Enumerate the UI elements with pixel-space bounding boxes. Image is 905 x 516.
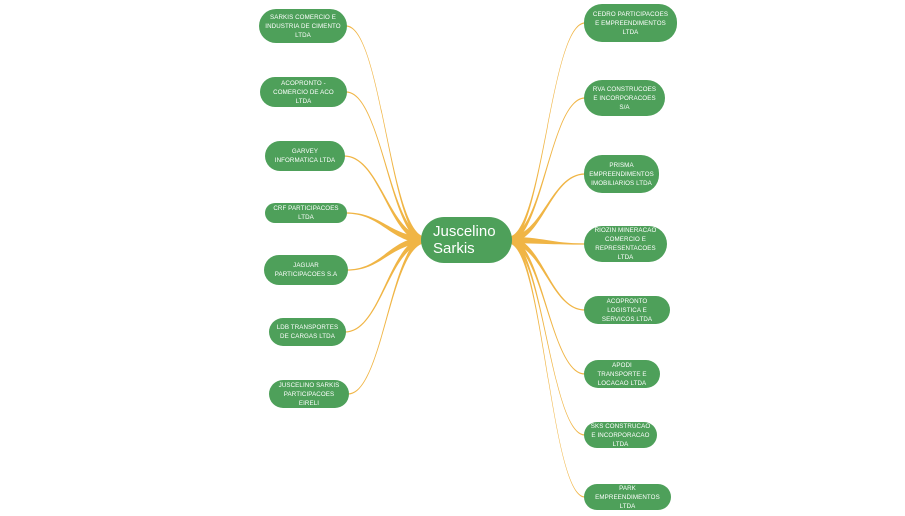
node-label: JAGUAR PARTICIPACOES S.A bbox=[274, 262, 338, 278]
right-node-cedro[interactable]: CEDRO PARTICIPACOES E EMPREENDIMENTOS LT… bbox=[584, 4, 677, 42]
central-node-line1: Juscelino bbox=[433, 223, 496, 240]
right-node-apodi[interactable]: APODI TRANSPORTE E LOCACAO LTDA bbox=[584, 360, 660, 388]
left-node-sarkis-cimento[interactable]: SARKIS COMERCIO E INDUSTRIA DE CIMENTO L… bbox=[259, 9, 347, 43]
node-label: GARVEY INFORMATICA LTDA bbox=[274, 148, 336, 164]
node-label: APODI TRANSPORTE E LOCACAO LTDA bbox=[597, 361, 647, 387]
left-node-ldb[interactable]: LDB TRANSPORTES DE CARGAS LTDA bbox=[269, 318, 346, 346]
branch-left-4 bbox=[347, 236, 426, 271]
branch-right-3 bbox=[508, 236, 585, 245]
branch-right-1 bbox=[508, 97, 585, 244]
node-label: PRISMA EMPREENDIMENTOS IMOBILIARIOS LTDA bbox=[589, 161, 654, 187]
left-node-jaguar[interactable]: JAGUAR PARTICIPACOES S.A bbox=[264, 255, 348, 285]
node-label: CRF PARTICIPACOES LTDA bbox=[273, 205, 339, 221]
branch-left-3 bbox=[346, 212, 426, 244]
branch-right-6 bbox=[508, 236, 585, 436]
node-label: RVA CONSTRUCOES E INCORPORACOES S/A bbox=[592, 85, 657, 111]
branch-left-5 bbox=[345, 236, 426, 333]
node-label: CEDRO PARTICIPACOES E EMPREENDIMENTOS LT… bbox=[592, 10, 669, 36]
node-label: JUSCELINO SARKIS PARTICIPACOES EIRELI bbox=[278, 381, 340, 407]
left-node-acopronto-comercio[interactable]: ACOPRONTO - COMERCIO DE ACO LTDA bbox=[260, 77, 347, 107]
node-label: SARKIS COMERCIO E INDUSTRIA DE CIMENTO L… bbox=[265, 13, 341, 39]
right-node-acopronto-logistica[interactable]: ACOPRONTO LOGISTICA E SERVICOS LTDA bbox=[584, 296, 670, 324]
left-node-juscelino-eireli[interactable]: JUSCELINO SARKIS PARTICIPACOES EIRELI bbox=[269, 380, 349, 408]
central-node-line2: Sarkis bbox=[433, 240, 475, 257]
branch-left-6 bbox=[348, 236, 426, 395]
node-label: ACOPRONTO - COMERCIO DE ACO LTDA bbox=[273, 79, 334, 105]
branch-left-1 bbox=[346, 91, 426, 244]
branch-right-4 bbox=[508, 236, 585, 311]
node-label: SKS CONSTRUCAO E INCORPORACAO LTDA bbox=[590, 422, 651, 448]
node-label: PARK EMPREENDIMENTOS LTDA bbox=[595, 484, 660, 510]
branch-right-5 bbox=[508, 236, 585, 375]
node-label: LDB TRANSPORTES DE CARGAS LTDA bbox=[276, 324, 339, 340]
right-node-riozin[interactable]: RIOZIN MINERACAO COMERCIO E REPRESENTACO… bbox=[584, 226, 667, 262]
branch-left-0 bbox=[346, 25, 426, 244]
branch-left-2 bbox=[344, 155, 426, 244]
node-label: RIOZIN MINERACAO COMERCIO E REPRESENTACO… bbox=[594, 227, 657, 261]
left-node-crf[interactable]: CRF PARTICIPACOES LTDA bbox=[265, 203, 347, 223]
right-node-prisma[interactable]: PRISMA EMPREENDIMENTOS IMOBILIARIOS LTDA bbox=[584, 155, 659, 193]
left-node-garvey[interactable]: GARVEY INFORMATICA LTDA bbox=[265, 141, 345, 171]
branch-right-2 bbox=[508, 173, 585, 244]
right-node-rva[interactable]: RVA CONSTRUCOES E INCORPORACOES S/A bbox=[584, 80, 665, 116]
right-node-park[interactable]: PARK EMPREENDIMENTOS LTDA bbox=[584, 484, 671, 510]
branch-right-0 bbox=[508, 22, 585, 244]
right-node-sks[interactable]: SKS CONSTRUCAO E INCORPORACAO LTDA bbox=[584, 422, 657, 448]
branch-right-7 bbox=[508, 236, 585, 498]
central-node[interactable]: Juscelino Sarkis bbox=[421, 217, 512, 263]
node-label: ACOPRONTO LOGISTICA E SERVICOS LTDA bbox=[601, 297, 653, 323]
